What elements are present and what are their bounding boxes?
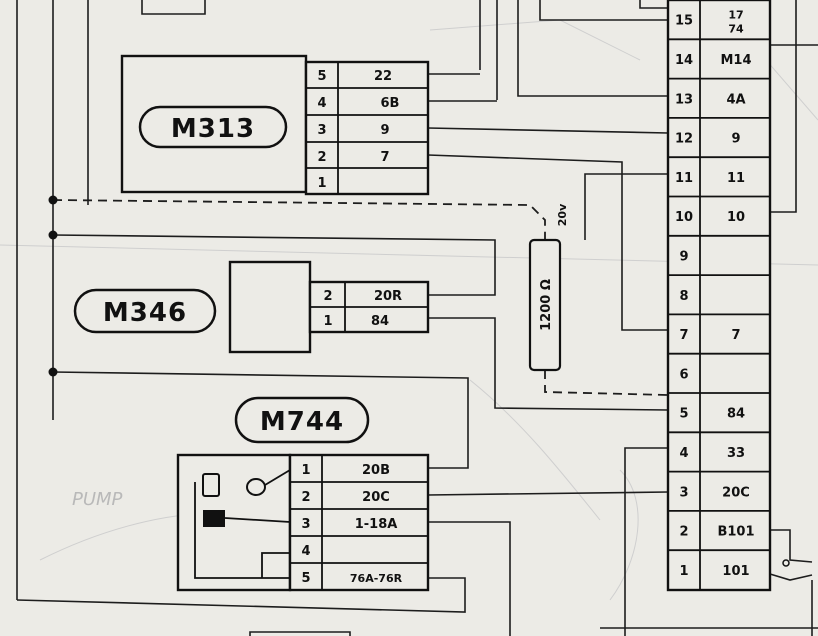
terminal-pin-7: 7	[679, 328, 688, 343]
wire-bus-row-235	[52, 234, 496, 296]
terminal-pin-2: 2	[679, 525, 688, 540]
wire-top-4	[539, 0, 668, 21]
terminal-pin-4: 4	[679, 446, 688, 461]
terminal-pin-8: 8	[679, 289, 688, 304]
terminal-pin-5: 5	[679, 407, 688, 422]
m744-pin-3: 3	[301, 517, 310, 532]
wire-top-3	[517, 0, 668, 97]
wires	[16, 0, 818, 636]
junction-dot	[782, 559, 790, 567]
wire-shield-dashed	[52, 199, 546, 240]
wire-shield-dashed-2	[544, 370, 669, 396]
m744-pin-4: 4	[301, 544, 310, 559]
junction-dot	[48, 367, 58, 377]
terminal-wire-3: 20C	[722, 485, 750, 500]
m313-pin-5: 5	[317, 69, 326, 84]
m744-wire-20b: 20B	[362, 463, 390, 478]
terminal-pin-11: 11	[675, 171, 693, 186]
terminal-wire-5: 84	[727, 407, 745, 422]
m744-closed-contact	[203, 510, 225, 527]
wire-bottom-box	[249, 631, 351, 636]
component-m313: M313 5 4 3 2 1 22 6B 9 7	[120, 54, 430, 196]
m313-wire-9: 9	[380, 123, 389, 138]
m744-label: M744	[260, 407, 344, 437]
terminal-pin-9: 9	[679, 249, 688, 264]
m313-wire-7: 7	[380, 150, 389, 165]
m744-pin-5: 5	[301, 571, 310, 586]
m346-wire-84: 84	[371, 314, 389, 329]
wire-right-3	[770, 529, 813, 563]
m313-wire-22: 22	[374, 69, 392, 84]
terminal-wire-7: 7	[731, 328, 740, 343]
m744-open-contact	[202, 473, 220, 497]
m313-wire-6b: 6B	[381, 96, 400, 111]
terminal-wire-14: M14	[720, 53, 751, 68]
m346-wire-20r: 20R	[374, 289, 402, 304]
terminal-wire-15: 17	[728, 9, 743, 22]
m313-pin-3: 3	[317, 123, 326, 138]
pump-annotation: PUMP	[72, 489, 123, 510]
terminal-wire-1: 101	[722, 564, 749, 579]
component-m346: M346 2 1 20R 84	[73, 260, 430, 354]
wire-bus-row-370	[52, 371, 469, 469]
m346-pin-2: 2	[323, 289, 332, 304]
wire-m313-9	[427, 127, 669, 134]
component-m744: M744 1 2 3 4 5 20B 20C 1-18A 76A-76R PUM…	[72, 396, 430, 592]
junction-dot	[48, 230, 58, 240]
terminal-pin-12: 12	[675, 132, 693, 147]
terminal-pin-1: 1	[679, 564, 688, 579]
wire-right-2	[770, 0, 797, 213]
wire-m744-20c	[427, 491, 669, 496]
terminal-wire-4: 33	[727, 446, 745, 461]
terminal-pin-3: 3	[679, 485, 688, 500]
resistor-value: 1200 Ω	[539, 279, 554, 331]
wire-top-5	[639, 0, 668, 9]
resistor-voltage: 20v	[556, 203, 569, 226]
m744-wire-20c: 20C	[362, 490, 390, 505]
wire-term-4	[624, 447, 668, 636]
terminal-wire-2: B101	[717, 525, 754, 540]
junction-dot	[48, 195, 58, 205]
m744-wire-1-18a: 1-18A	[355, 517, 398, 532]
wire-term-11	[584, 173, 668, 240]
wire-m313-7	[427, 154, 668, 331]
m744-pin-2: 2	[301, 490, 310, 505]
m313-pin-1: 1	[317, 176, 326, 191]
terminal-pin-15: 15	[675, 14, 693, 29]
m744-coil	[246, 478, 266, 496]
terminal-wire-15: 74	[728, 23, 744, 36]
terminal-wire-10: 10	[727, 210, 745, 225]
terminal-pin-14: 14	[675, 53, 693, 68]
terminal-pin-10: 10	[675, 210, 693, 225]
m346-label: M346	[103, 298, 187, 328]
resistor-1200-ohm: 1200 Ω 20v	[528, 203, 569, 372]
m313-label: M313	[171, 114, 255, 144]
m744-pin-1: 1	[301, 463, 310, 478]
terminal-wire-13: 4A	[726, 92, 745, 107]
m346-pin-1: 1	[323, 314, 332, 329]
terminal-pin-13: 13	[675, 92, 693, 107]
terminal-wire-11: 11	[727, 171, 745, 186]
wire-m744-76a	[16, 577, 466, 613]
wire-top-box	[141, 0, 206, 15]
m313-pin-4: 4	[317, 96, 326, 111]
wire-m744-118a	[428, 521, 511, 636]
terminal-pin-6: 6	[679, 367, 688, 382]
m744-wire-76a-76r: 76A-76R	[350, 572, 403, 585]
m313-pin-2: 2	[317, 150, 326, 165]
wire-m346-84	[428, 317, 669, 411]
wire-right-4	[769, 573, 813, 581]
terminal-wire-12: 9	[731, 132, 740, 147]
